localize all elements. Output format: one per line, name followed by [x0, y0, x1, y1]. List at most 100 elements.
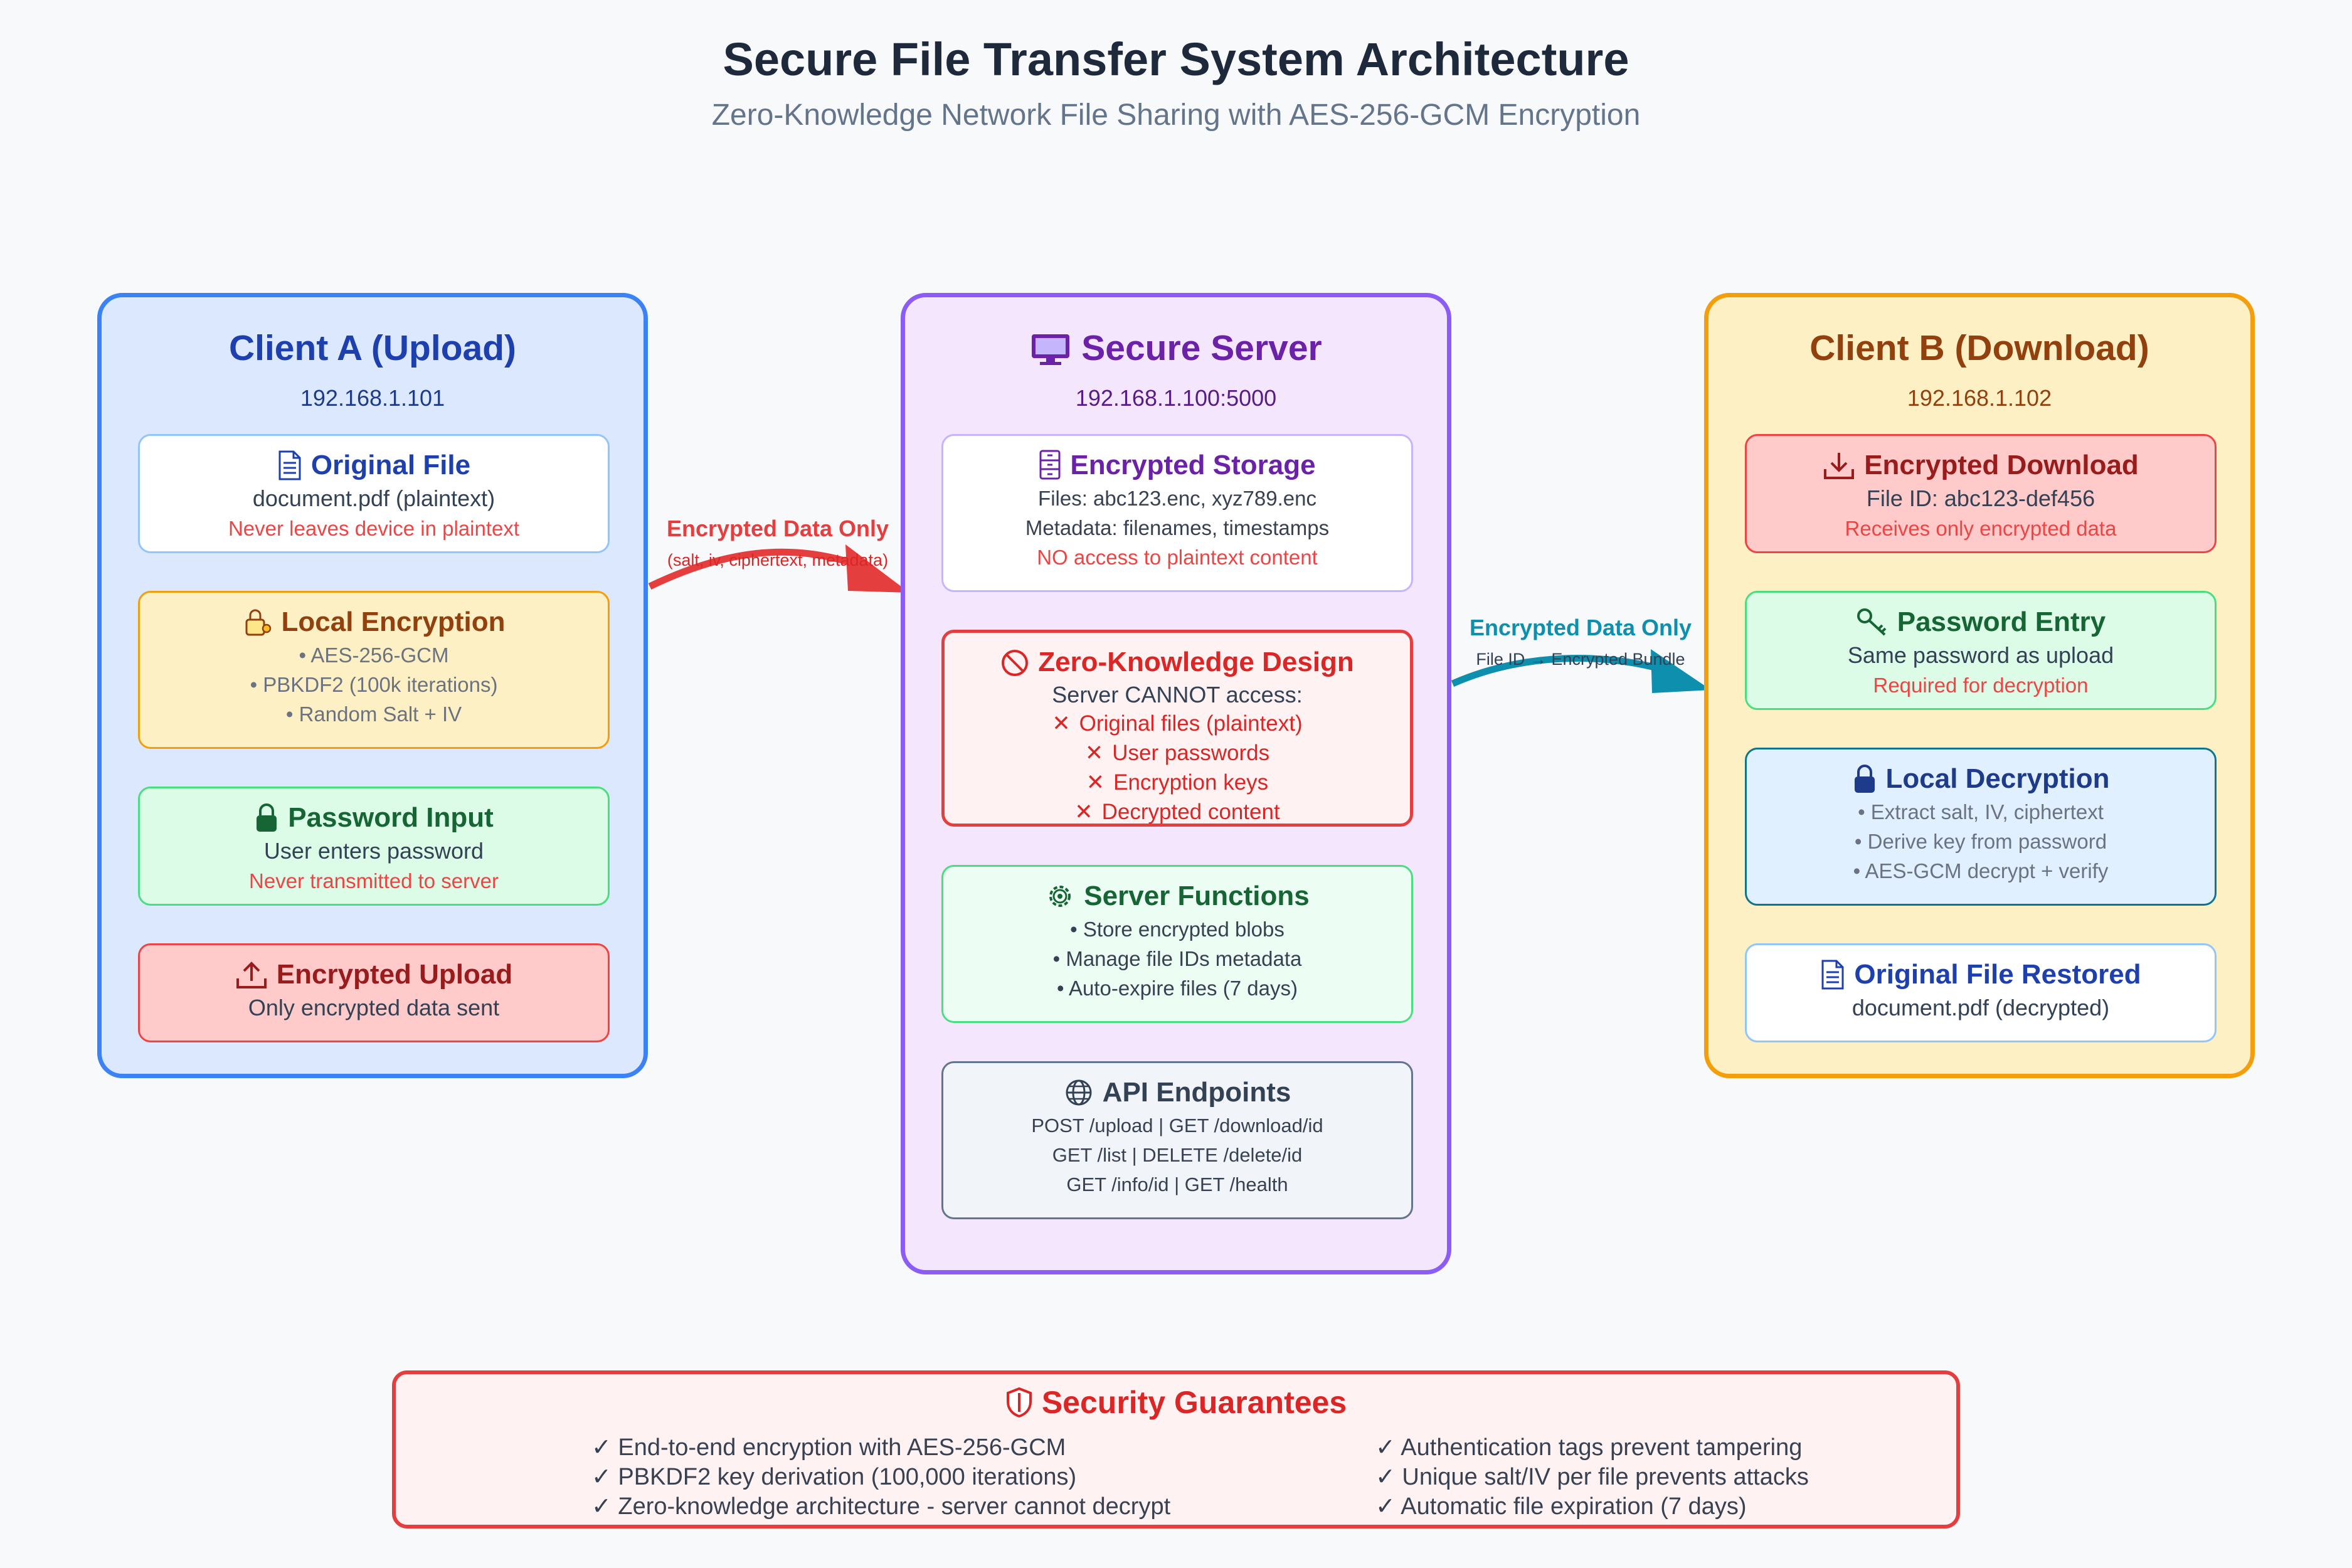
lock-key-icon [245, 609, 271, 636]
original-file-name: document.pdf (plaintext) [252, 485, 495, 511]
server-ip: 192.168.1.100:5000 [1075, 385, 1277, 411]
password-input-title: Password Input [288, 802, 494, 833]
cross-icon: ✕ [1074, 800, 1093, 824]
password-entry-note: Required for decryption [1873, 674, 2089, 697]
encrypted-storage-title: Encrypted Storage [1070, 450, 1316, 480]
download-tray-icon [1824, 453, 1855, 479]
password-input-text: User enters password [263, 838, 484, 864]
upload-arrow-sublabel: (salt, iv, ciphertext, metadata) [667, 551, 889, 569]
client-a-title: Client A (Upload) [228, 328, 517, 368]
password-input-card: Password Input User enters password Neve… [138, 787, 610, 906]
password-entry-title: Password Entry [1897, 607, 2106, 637]
zero-knowledge-card: Zero-Knowledge Design Server CANNOT acce… [941, 630, 1413, 827]
storage-metadata: Metadata: filenames, timestamps [1025, 516, 1330, 539]
original-file-card: Original File document.pdf (plaintext) N… [138, 434, 610, 553]
guarantees-right-column: ✓ Authentication tags prevent tampering … [1375, 1433, 1809, 1522]
api-endpoint-line: GET /info/id | GET /health [1066, 1173, 1288, 1195]
padlock-icon [257, 803, 277, 832]
encrypted-storage-card: Encrypted Storage Files: abc123.enc, xyz… [941, 434, 1413, 592]
server-function-item: • Auto-expire files (7 days) [1057, 977, 1298, 1000]
file-restored-text: document.pdf (decrypted) [1851, 995, 2110, 1020]
zero-knowledge-intro: Server CANNOT access: [1052, 682, 1303, 707]
document-icon [1821, 960, 1844, 990]
zero-knowledge-item: ✕User passwords [1084, 741, 1270, 765]
server-title: Secure Server [1081, 328, 1322, 368]
zero-knowledge-item: ✕Decrypted content [1074, 800, 1280, 824]
guarantee-item: ✓ Automatic file expiration (7 days) [1375, 1493, 1747, 1520]
encrypted-download-id: File ID: abc123-def456 [1866, 485, 2095, 511]
password-entry-text: Same password as upload [1847, 642, 2114, 668]
encrypted-download-title: Encrypted Download [1864, 450, 2139, 480]
upload-tray-icon [236, 961, 267, 988]
zero-knowledge-title: Zero-Knowledge Design [1038, 647, 1354, 677]
upload-arrow-label: Encrypted Data Only [666, 516, 889, 541]
download-arrowhead [1651, 649, 1711, 693]
cross-icon: ✕ [1084, 741, 1104, 765]
security-guarantees-box: Security Guarantees ✓ End-to-end encrypt… [392, 1370, 1960, 1528]
cabinet-icon [1039, 450, 1061, 480]
server-panel: Secure Server 192.168.1.100:5000 Encrypt… [901, 293, 1451, 1274]
encrypted-upload-title: Encrypted Upload [276, 959, 513, 990]
encrypted-upload-card: Encrypted Upload Only encrypted data sen… [138, 943, 610, 1042]
cross-icon: ✕ [1086, 770, 1105, 795]
local-encryption-title: Local Encryption [281, 607, 506, 637]
file-restored-card: Original File Restored document.pdf (dec… [1745, 943, 2217, 1042]
upload-arrow [648, 548, 867, 590]
server-function-item: • Store encrypted blobs [1070, 918, 1285, 941]
local-encryption-bullet: • PBKDF2 (100k iterations) [250, 673, 498, 696]
shield-icon [1006, 1387, 1032, 1418]
globe-icon [1066, 1079, 1092, 1106]
client-b-title: Client B (Download) [1809, 328, 2149, 368]
local-decryption-title: Local Decryption [1885, 763, 2110, 794]
download-arrow-sublabel: File ID → Encrypted Bundle [1476, 650, 1685, 669]
security-guarantees-title: Security Guarantees [1041, 1385, 1347, 1420]
diagram-title: Secure File Transfer System Architecture [723, 33, 1629, 85]
guarantee-item: ✓ PBKDF2 key derivation (100,000 iterati… [591, 1464, 1077, 1490]
key-icon [1857, 608, 1887, 636]
guarantee-item: ✓ End-to-end encryption with AES-256-GCM [591, 1434, 1066, 1461]
storage-note: NO access to plaintext content [1037, 546, 1318, 569]
client-b-ip: 192.168.1.102 [1907, 385, 2052, 411]
password-input-note: Never transmitted to server [249, 869, 499, 893]
api-endpoints-card: API Endpoints POST /upload | GET /downlo… [941, 1061, 1413, 1219]
client-a-ip: 192.168.1.101 [300, 385, 445, 411]
zero-knowledge-item: ✕Encryption keys [1086, 770, 1269, 795]
api-endpoint-line: POST /upload | GET /download/id [1031, 1115, 1323, 1136]
client-b-panel: Client B (Download) 192.168.1.102 Encryp… [1704, 293, 2255, 1078]
document-icon [278, 450, 301, 480]
monitor-icon [1032, 334, 1070, 365]
storage-files: Files: abc123.enc, xyz789.enc [1038, 487, 1316, 510]
original-file-note: Never leaves device in plaintext [228, 517, 520, 540]
password-entry-card: Password Entry Same password as upload R… [1745, 591, 2217, 710]
guarantee-item: ✓ Unique salt/IV per file prevents attac… [1375, 1464, 1809, 1490]
server-functions-card: Server Functions • Store encrypted blobs… [941, 865, 1413, 1023]
diagram-subtitle: Zero-Knowledge Network File Sharing with… [711, 98, 1641, 132]
cross-icon: ✕ [1052, 711, 1071, 736]
local-encryption-bullet: • Random Salt + IV [285, 702, 462, 726]
local-decryption-bullet: • AES-GCM decrypt + verify [1853, 859, 2109, 882]
local-decryption-card: Local Decryption • Extract salt, IV, cip… [1745, 748, 2217, 906]
encrypted-download-note: Receives only encrypted data [1845, 517, 2117, 540]
file-restored-title: Original File Restored [1854, 959, 2141, 990]
local-encryption-card: Local Encryption • AES-256-GCM • PBKDF2 … [138, 591, 610, 749]
local-encryption-bullet: • AES-256-GCM [299, 644, 449, 667]
guarantee-item: ✓ Authentication tags prevent tampering [1375, 1434, 1803, 1461]
server-function-item: • Manage file IDs metadata [1052, 947, 1302, 970]
gear-icon [1049, 886, 1071, 907]
original-file-title: Original File [310, 450, 471, 480]
padlock-icon [1854, 765, 1875, 793]
local-decryption-bullet: • Derive key from password [1854, 830, 2107, 853]
guarantees-left-column: ✓ End-to-end encryption with AES-256-GCM… [591, 1433, 1170, 1522]
encrypted-upload-text: Only encrypted data sent [248, 995, 500, 1020]
server-functions-title: Server Functions [1084, 881, 1310, 911]
zero-knowledge-item: ✕Original files (plaintext) [1052, 711, 1303, 736]
download-arrow-label: Encrypted Data Only [1469, 615, 1692, 640]
download-arrow [1451, 655, 1670, 687]
upload-arrowhead [845, 544, 909, 593]
api-endpoint-line: GET /list | DELETE /delete/id [1052, 1144, 1303, 1166]
client-a-panel: Client A (Upload) 192.168.1.101 Original… [97, 293, 648, 1078]
prohibited-icon [1002, 650, 1029, 676]
guarantee-item: ✓ Zero-knowledge architecture - server c… [591, 1493, 1171, 1520]
api-endpoints-title: API Endpoints [1102, 1077, 1291, 1108]
